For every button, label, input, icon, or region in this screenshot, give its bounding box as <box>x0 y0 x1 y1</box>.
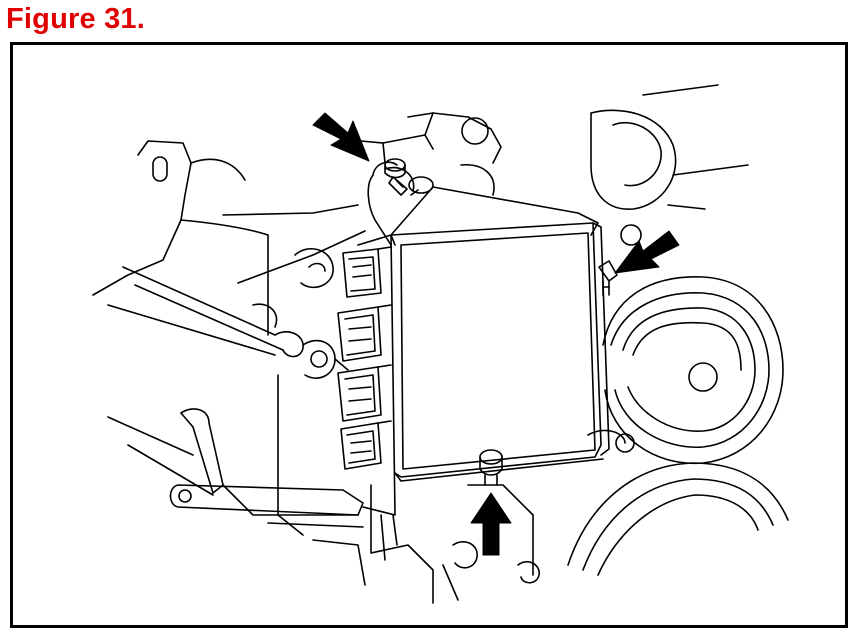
bolt-icon <box>598 260 618 296</box>
module-mounting-illustration <box>92 84 789 604</box>
bolt-icon <box>479 449 503 486</box>
control-module <box>337 161 610 516</box>
callout-arrow-icon <box>312 112 370 162</box>
bolt-icon <box>384 158 434 196</box>
engine-background <box>92 84 789 604</box>
callout-arrow-icon <box>614 230 680 274</box>
figure-frame <box>10 42 848 628</box>
callout-arrow-icon <box>470 492 512 556</box>
figure-title: Figure 31. <box>6 3 145 35</box>
